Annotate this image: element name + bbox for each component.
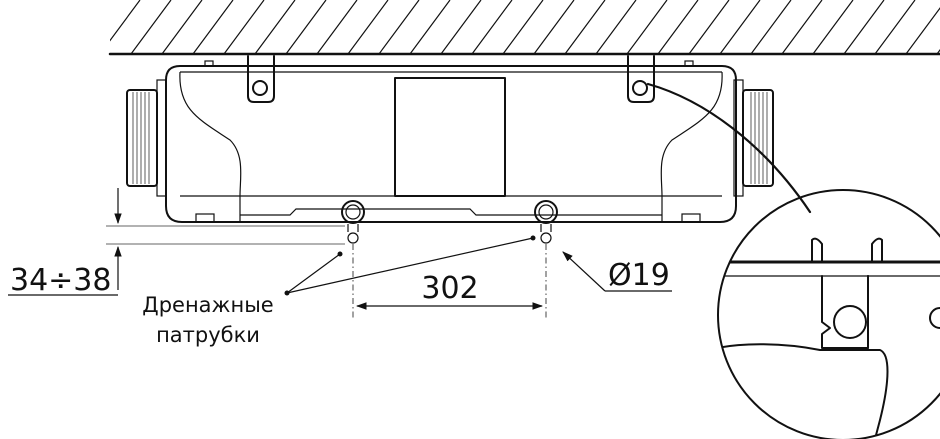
diameter-callout: Ø19 bbox=[562, 251, 672, 293]
hatch-line bbox=[254, 0, 296, 54]
drain-callout: Дренажные патрубки bbox=[142, 235, 536, 347]
hatch-line bbox=[378, 0, 420, 54]
hatch-line bbox=[595, 0, 637, 54]
hatch-line bbox=[285, 0, 327, 54]
hatch-line bbox=[409, 0, 451, 54]
hatch-line bbox=[533, 0, 575, 54]
hatch-line bbox=[316, 0, 358, 54]
hatch-line bbox=[440, 0, 482, 54]
diameter-label: Ø19 bbox=[608, 258, 670, 293]
hatch-line bbox=[110, 0, 141, 42]
hatch-line bbox=[657, 0, 699, 54]
hatch-line bbox=[161, 0, 203, 54]
left-spigot bbox=[126, 79, 167, 197]
hatch-line bbox=[874, 0, 916, 54]
hatch-line bbox=[781, 0, 823, 54]
hatch-line bbox=[347, 0, 389, 54]
ceiling bbox=[108, 0, 940, 56]
height-range-label: 34÷38 bbox=[10, 263, 111, 298]
hatch-line bbox=[688, 0, 730, 54]
hatch-line bbox=[905, 7, 940, 54]
spacing-dimension: 302 bbox=[355, 271, 544, 310]
hatch-line bbox=[192, 0, 234, 54]
ventilation-unit bbox=[126, 55, 812, 223]
hatch-line bbox=[719, 0, 761, 54]
drain-nozzle-left bbox=[341, 200, 365, 244]
hatch-line bbox=[626, 0, 668, 54]
hatch-line bbox=[502, 0, 544, 54]
right-spigot bbox=[733, 79, 774, 197]
left-bracket bbox=[247, 55, 275, 103]
drain-label-line2: патрубки bbox=[156, 323, 260, 347]
hatch-line bbox=[843, 0, 885, 54]
height-dimension: 34÷38 bbox=[8, 188, 345, 298]
hatch-line bbox=[130, 0, 172, 54]
hatch-line bbox=[471, 0, 513, 54]
hatch-line bbox=[223, 0, 265, 54]
hatch-line bbox=[812, 0, 854, 54]
hatch-line bbox=[564, 0, 606, 54]
hatch-line bbox=[750, 0, 792, 54]
detail-magnifier bbox=[717, 189, 940, 439]
drain-nozzle-right bbox=[534, 200, 558, 244]
spacing-label: 302 bbox=[421, 271, 478, 306]
drain-label-line1: Дренажные bbox=[142, 293, 273, 317]
right-bracket bbox=[627, 55, 655, 103]
